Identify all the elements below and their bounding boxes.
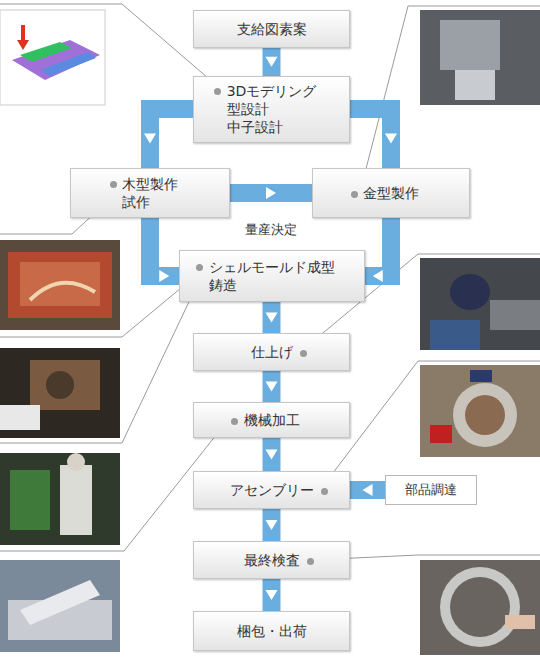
process-box: 支給図素案 bbox=[193, 10, 350, 48]
leader-dot bbox=[300, 350, 307, 357]
leader-dot bbox=[214, 88, 221, 95]
box-label: 部品調達 bbox=[405, 482, 457, 499]
process-box: シェルモールド成型 鋳造 bbox=[179, 250, 365, 302]
text-stack: 金型製作 bbox=[363, 184, 419, 202]
text-stack: 支給図素案 bbox=[237, 20, 307, 38]
text-stack: アセンブリー bbox=[230, 481, 314, 499]
box-label: 支給図素案 bbox=[237, 20, 307, 38]
process-box: 3Dモデリング 型設計 中子設計 bbox=[193, 76, 350, 143]
text-stack: 仕上げ bbox=[251, 343, 293, 361]
flow-band bbox=[263, 48, 281, 76]
arrow-head bbox=[266, 520, 278, 530]
text-stack: シェルモールド成型 鋳造 bbox=[209, 258, 335, 294]
flow-arrow bbox=[150, 218, 179, 282]
process-box: 木型製作 試作 bbox=[70, 168, 230, 218]
arrow-head bbox=[144, 134, 156, 144]
flow-band bbox=[263, 509, 281, 541]
flow-arrow bbox=[350, 484, 385, 496]
box-label: 仕上げ bbox=[251, 343, 293, 361]
arrow-head bbox=[266, 382, 278, 392]
flow-arrow bbox=[266, 302, 278, 333]
flow-band bbox=[263, 438, 281, 471]
inspection-photo bbox=[420, 560, 540, 655]
shell-mold-photo bbox=[0, 348, 120, 438]
flow-arrow bbox=[266, 371, 278, 402]
flow-arrow bbox=[365, 218, 392, 282]
arrow-head bbox=[266, 450, 278, 460]
flow-band bbox=[365, 218, 392, 276]
text-stack: 最終検査 bbox=[244, 551, 300, 569]
flow-band bbox=[150, 109, 193, 168]
flow-arrow bbox=[266, 579, 278, 611]
arrow-head bbox=[266, 313, 278, 323]
flow-band bbox=[150, 218, 179, 276]
arrow-head bbox=[385, 134, 397, 144]
flow-band bbox=[263, 579, 281, 611]
process-box: 最終検査 bbox=[193, 541, 350, 579]
leader-dot bbox=[231, 418, 238, 425]
leader-lines bbox=[0, 4, 540, 560]
leader-dot bbox=[110, 181, 117, 188]
process-box: アセンブリー bbox=[193, 471, 350, 509]
process-box: 梱包・出荷 bbox=[193, 611, 350, 651]
note-label: 量産決定 bbox=[243, 221, 299, 239]
box-label: 機械加工 bbox=[244, 411, 300, 429]
flow-arrow bbox=[266, 438, 278, 471]
arrow-head bbox=[266, 187, 276, 199]
text-stack: 機械加工 bbox=[244, 411, 300, 429]
box-label: 最終検査 bbox=[244, 551, 300, 569]
cad-photo bbox=[0, 10, 105, 105]
arrow-head bbox=[363, 484, 373, 496]
casting-photo bbox=[0, 453, 120, 545]
text-stack: 木型製作 試作 bbox=[122, 175, 178, 211]
flow-arrow bbox=[144, 109, 193, 168]
flow-band bbox=[350, 109, 391, 168]
flow-arrow bbox=[266, 48, 278, 76]
process-box: 機械加工 bbox=[193, 402, 350, 438]
box-label: アセンブリー bbox=[230, 481, 314, 499]
box-label: 木型製作 試作 bbox=[122, 175, 178, 211]
machining-photo bbox=[0, 560, 120, 652]
box-label: 3Dモデリング 型設計 中子設計 bbox=[227, 82, 317, 137]
flow-band bbox=[350, 481, 385, 499]
text-stack: 部品調達 bbox=[405, 482, 457, 499]
arrow-head bbox=[159, 270, 169, 282]
process-box: 仕上げ bbox=[193, 333, 350, 371]
arrow-head bbox=[266, 57, 278, 67]
arrow-head bbox=[266, 590, 278, 600]
flow-band bbox=[230, 184, 312, 202]
arrow-head bbox=[373, 270, 383, 282]
flow-band bbox=[263, 371, 281, 402]
process-box: 金型製作 bbox=[312, 168, 470, 218]
finishing-photo bbox=[420, 258, 540, 350]
text-stack: 梱包・出荷 bbox=[237, 622, 307, 640]
box-label: 金型製作 bbox=[363, 184, 419, 202]
text-stack: 3Dモデリング 型設計 中子設計 bbox=[227, 82, 317, 137]
pattern-photo bbox=[0, 240, 120, 330]
leader-dot bbox=[321, 488, 328, 495]
flow-arrow bbox=[266, 509, 278, 541]
process-box: 部品調達 bbox=[385, 475, 477, 505]
flow-band bbox=[263, 302, 281, 333]
die-making-photo bbox=[420, 10, 540, 105]
leader-dot bbox=[307, 558, 314, 565]
assembly-photo bbox=[420, 365, 540, 457]
flow-arrow bbox=[230, 187, 312, 199]
leader-dot bbox=[351, 191, 358, 198]
leader-dot bbox=[196, 264, 203, 271]
flow-arrow bbox=[350, 109, 397, 168]
box-label: 梱包・出荷 bbox=[237, 622, 307, 640]
box-label: シェルモールド成型 鋳造 bbox=[209, 258, 335, 294]
